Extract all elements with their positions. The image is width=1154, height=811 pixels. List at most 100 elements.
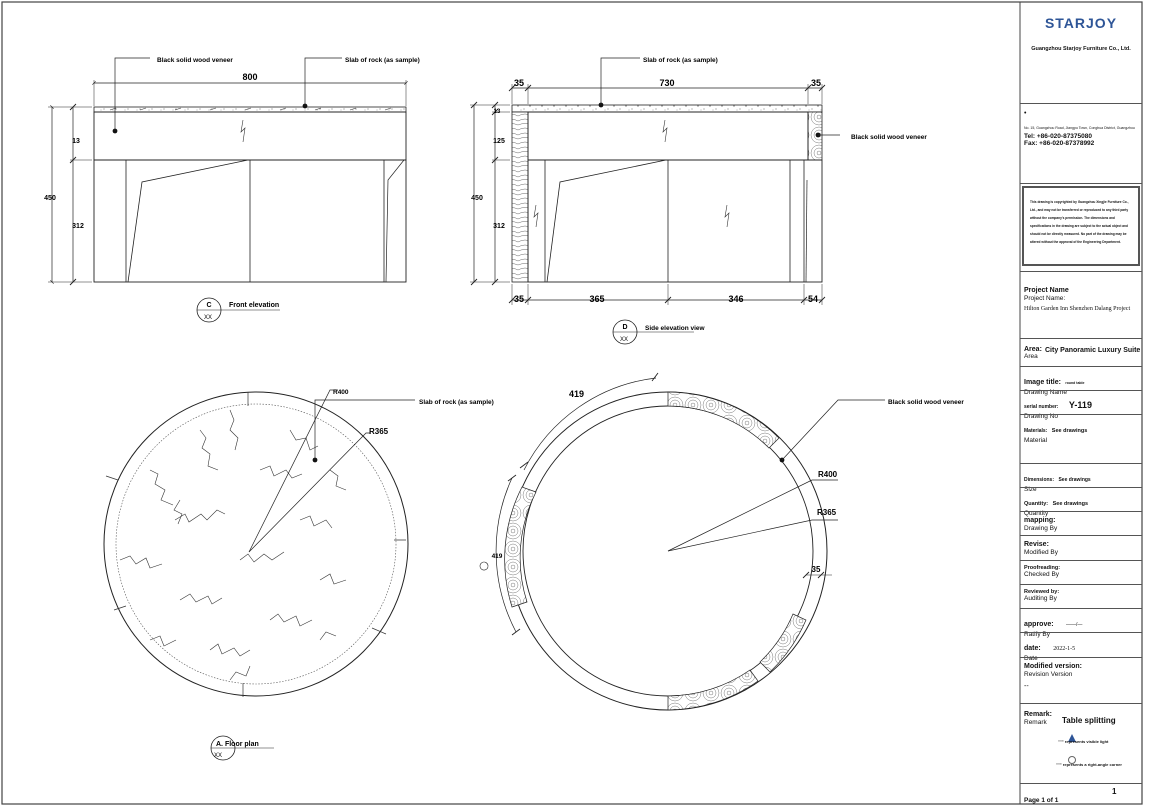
plan-r-inner: R365 bbox=[369, 427, 389, 436]
approve-label: approve: bbox=[1024, 621, 1054, 628]
area-value: City Panoramic Luxury Suite bbox=[1045, 347, 1141, 354]
date-label: date: bbox=[1024, 645, 1041, 652]
materials-section: Materials: See drawings Material bbox=[1020, 414, 1142, 463]
project-section: Project Name Project Name: Hilton Garden… bbox=[1020, 271, 1142, 338]
split-veneer-note: Black solid wood veneer bbox=[888, 399, 964, 406]
mapping-label-2: Drawing By bbox=[1024, 525, 1058, 532]
remark-value: Table splitting bbox=[1062, 716, 1116, 725]
front-apron bbox=[93, 111, 407, 161]
quantity-label-2: Quantity bbox=[1024, 510, 1049, 517]
dimensions-value: See drawings bbox=[1058, 477, 1091, 483]
date-value: 2022-1-5 bbox=[1053, 646, 1076, 652]
visible-light-icon bbox=[1068, 734, 1076, 742]
contact-section: • No. 15, Guangzhou Road, Jiangpu Town, … bbox=[1020, 103, 1142, 183]
plan-slab-note: Slab of rock (as sample) bbox=[419, 399, 494, 406]
remark-label-2: Remark bbox=[1024, 719, 1047, 726]
company-fax: Fax: +86-020-87378992 bbox=[1024, 140, 1095, 147]
modified-value: -- bbox=[1024, 683, 1029, 690]
serial-value: Y-119 bbox=[1068, 400, 1092, 410]
legend-visible-light: """ represents visible light bbox=[1058, 739, 1109, 744]
approve-section: approve: ——/— Ratify By bbox=[1020, 608, 1142, 638]
company-logo: STARJOY bbox=[1044, 15, 1118, 31]
front-dim-total: 450 bbox=[44, 195, 56, 202]
company-address: No. 15, Guangzhou Road, Jiangpu Town, Co… bbox=[1024, 126, 1135, 130]
side-dim-b4: 54 bbox=[808, 294, 818, 304]
proofreading-section: Proofreading: Checked By bbox=[1020, 560, 1142, 584]
materials-label-2: Material bbox=[1024, 437, 1048, 444]
plan-r-outer: R400 bbox=[333, 389, 349, 396]
front-slab-note: Slab of rock (as sample) bbox=[345, 57, 420, 64]
side-dim-b3: 346 bbox=[728, 294, 743, 304]
company-tel: Tel: +86-020-87375080 bbox=[1024, 133, 1092, 140]
front-veneer-note: Black solid wood veneer bbox=[157, 57, 233, 64]
side-callout-letter: D bbox=[622, 324, 627, 331]
plan-callout-ref: XX bbox=[214, 753, 222, 759]
dimensions-label-2: Size bbox=[1024, 486, 1037, 493]
dimensions-section: Dimensions: See drawings Size bbox=[1020, 463, 1142, 493]
dimensions-label: Dimensions: bbox=[1024, 477, 1055, 483]
front-dim-width: 800 bbox=[242, 72, 257, 82]
side-slab-note: Slab of rock (as sample) bbox=[643, 57, 718, 64]
front-elevation bbox=[48, 57, 408, 323]
quantity-label: Quantity: bbox=[1024, 501, 1049, 507]
revise-label-2: Modified By bbox=[1024, 549, 1058, 556]
area-section: Area: Area City Panoramic Luxury Suite bbox=[1020, 338, 1142, 366]
project-label-2: Project Name: bbox=[1024, 295, 1066, 302]
copyright-text: This drawing is copyrighted by Guangzhou… bbox=[1022, 186, 1140, 266]
quantity-section: Quantity: See drawings Quantity bbox=[1020, 487, 1142, 517]
side-dim-top: 125 bbox=[493, 138, 505, 145]
revise-section: Revise: Modified By bbox=[1020, 535, 1142, 560]
split-r-inner: R365 bbox=[817, 508, 837, 517]
split-r-outer: R400 bbox=[818, 470, 838, 479]
modified-section: Modified version: Revision Version -- bbox=[1020, 657, 1142, 703]
mapping-section: mapping: Drawing By bbox=[1020, 511, 1142, 535]
remark-label: Remark: bbox=[1024, 711, 1053, 718]
split-arc-top: 419 bbox=[569, 389, 584, 399]
revise-label: Revise: bbox=[1024, 541, 1049, 548]
side-dim-body: 312 bbox=[493, 223, 505, 230]
date-section: date: 2022-1-5 Date bbox=[1020, 632, 1142, 662]
splitting-plan bbox=[479, 372, 885, 711]
copyright-section: This drawing is copyrighted by Guangzhou… bbox=[1020, 183, 1142, 271]
modified-label: Modified version: bbox=[1024, 663, 1082, 670]
split-ring: 35 bbox=[812, 565, 821, 574]
proofreading-label: Proofreading: bbox=[1024, 565, 1061, 571]
front-dim-body: 312 bbox=[72, 223, 84, 230]
side-dim-b1: 35 bbox=[514, 294, 524, 304]
serial-section: serial number: Y-119 Drawing No bbox=[1020, 390, 1142, 420]
split-arc-left: 419 bbox=[492, 553, 503, 560]
reviewed-section: Reviewed by: Auditing By bbox=[1020, 584, 1142, 608]
serial-label: serial number: bbox=[1024, 404, 1059, 410]
area-label-2: Area bbox=[1024, 353, 1038, 360]
side-dim-total: 450 bbox=[471, 195, 483, 202]
materials-label: Materials: bbox=[1024, 428, 1048, 434]
front-dim-top: 13 bbox=[72, 138, 80, 145]
date-label-2: Date bbox=[1024, 655, 1038, 662]
company-name: Guangzhou Starjoy Furniture Co., Ltd. bbox=[1031, 46, 1131, 52]
quantity-value: See drawings bbox=[1052, 501, 1089, 507]
image-title-section: Image title: round table Drawing Name bbox=[1020, 366, 1142, 396]
page-label: Page 1 of 1 bbox=[1024, 797, 1059, 804]
proofreading-label-2: Checked By bbox=[1024, 571, 1060, 578]
side-dim-slab: 13 bbox=[494, 109, 501, 115]
image-title-label: Image title: bbox=[1024, 379, 1061, 386]
front-view-title: Front elevation bbox=[229, 302, 279, 309]
area-label: Area: bbox=[1024, 346, 1042, 353]
serial-label-2: Drawing No bbox=[1024, 413, 1058, 420]
reviewed-label-2: Auditing By bbox=[1024, 595, 1057, 602]
side-veneer-note: Black solid wood veneer bbox=[851, 134, 927, 141]
front-callout-letter: C bbox=[206, 302, 211, 309]
side-dim-right: 35 bbox=[811, 78, 821, 88]
side-left-veneer bbox=[511, 111, 529, 283]
side-elevation bbox=[470, 57, 840, 345]
approve-label-2: Ratify By bbox=[1024, 631, 1051, 638]
page-section: Page 1 of 1 1 bbox=[1020, 783, 1142, 804]
side-view-title: Side elevation view bbox=[645, 325, 706, 332]
page-number: 1 bbox=[1112, 787, 1117, 796]
front-callout-ref: XX bbox=[204, 315, 212, 321]
approve-value: ——/— bbox=[1066, 622, 1083, 628]
remark-section: Remark: Remark Table splitting """ repre… bbox=[1020, 703, 1142, 783]
legend-right-angle: """ represents a right-angle corner bbox=[1056, 762, 1122, 767]
